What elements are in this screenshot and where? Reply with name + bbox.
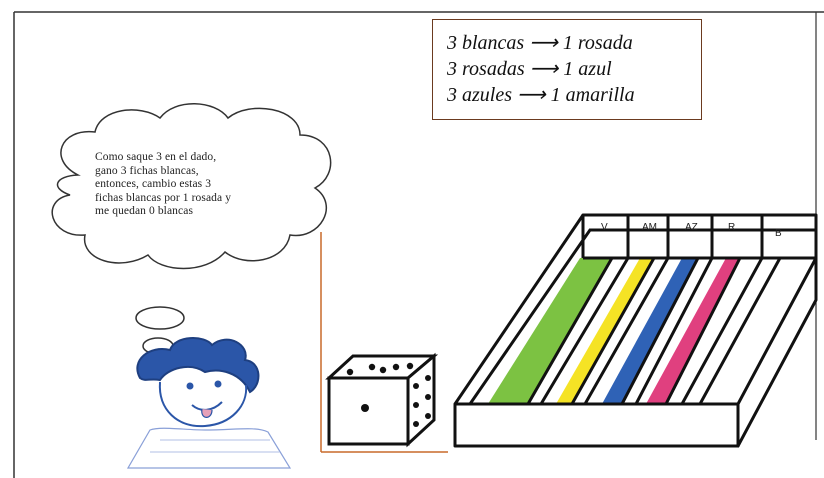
die-side-pip (425, 394, 431, 400)
tray-side-face (736, 256, 818, 448)
thought-line: fichas blancas por 1 rosada y (95, 191, 232, 204)
die-side-pip (413, 383, 419, 389)
die-side-pip (413, 421, 419, 427)
exchange-rule: 3 blancas ⟶ 1 rosada (447, 32, 633, 54)
strip-green (488, 258, 612, 404)
thought-line: entonces, cambio estas 3 (95, 178, 212, 191)
bin-label-am: AM (642, 222, 657, 233)
exchange-rule: 3 azules ⟶ 1 amarilla (447, 84, 635, 106)
die-front-face (327, 376, 410, 446)
thought-bubble-large (135, 306, 185, 330)
die-side-pip (413, 402, 419, 408)
die-top-pip (392, 363, 400, 371)
character-drawing (126, 337, 292, 469)
thought-line: gano 3 fichas blancas, (95, 164, 199, 177)
bin-label-v: V (601, 222, 608, 233)
character-tongue (201, 408, 213, 418)
die-front-pip (361, 404, 369, 412)
thought-cloud (51, 103, 332, 372)
bin-label-b: B (775, 228, 782, 239)
die-top-pip (368, 363, 376, 371)
die-top-pip (406, 362, 414, 370)
strip-blue (602, 258, 698, 404)
die-drawing (325, 352, 439, 448)
exchange-rules-box: 3 blancas ⟶ 1 rosada 3 rosadas ⟶ 1 azul … (432, 19, 702, 120)
character-eye-left (186, 382, 194, 390)
character-mouth (191, 401, 223, 411)
die-side-pip (425, 375, 431, 381)
exchange-rule: 3 rosadas ⟶ 1 azul (447, 58, 612, 80)
die-top-pip (379, 366, 387, 374)
bin-label-az: AZ (685, 222, 698, 233)
die-pips (346, 362, 431, 427)
strip-pink (646, 258, 740, 404)
die-top-pip (346, 368, 354, 376)
character-eye-right (214, 380, 222, 388)
tray-front-face (453, 402, 740, 448)
thought-line: me quedan 0 blancas (95, 205, 194, 218)
thought-line: Como saque 3 en el dado, (95, 151, 217, 163)
die-side-pip (425, 413, 431, 419)
thought-text: Como saque 3 en el dado, gano 3 fichas b… (95, 151, 270, 219)
bin-label-r: R (728, 222, 736, 233)
character-face (158, 381, 248, 428)
character-hair (136, 337, 260, 394)
character-body (126, 427, 292, 469)
chip-tray (453, 213, 818, 448)
strip-yellow (556, 258, 654, 404)
